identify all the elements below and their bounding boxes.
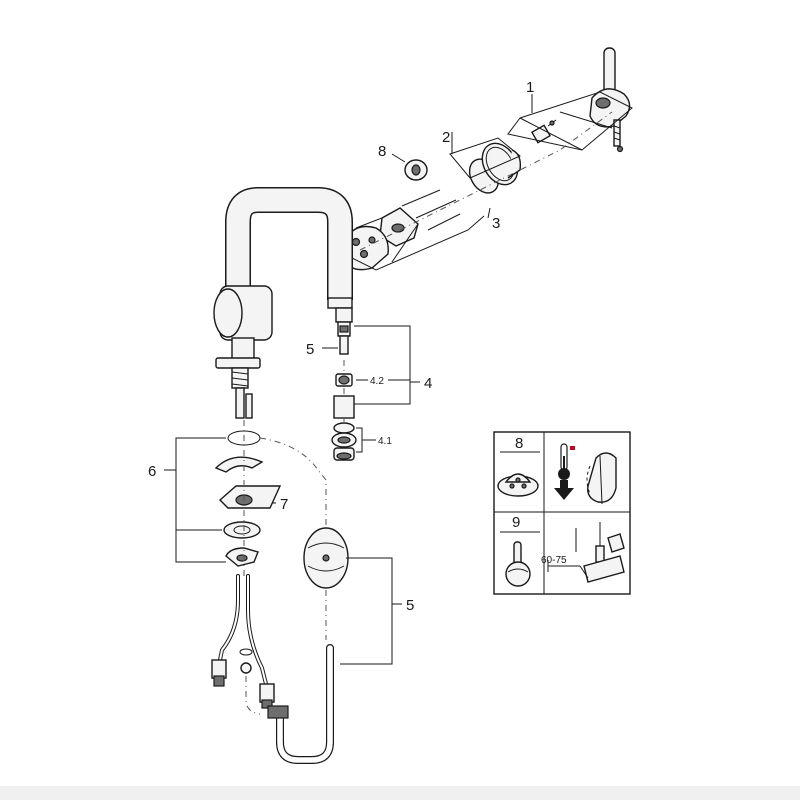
callout-7: 7: [280, 496, 288, 513]
supply-hoses: [211, 574, 275, 709]
handle-knob-icon: [505, 541, 531, 587]
pullout-hose: [267, 644, 334, 764]
callout-4: 4: [424, 375, 432, 392]
bottom-strip: [0, 786, 800, 800]
part-8-gland-nut: 8: [378, 143, 428, 181]
callout-6: 6: [148, 463, 156, 480]
cartridge-icon: [497, 473, 539, 497]
part-7-fixing-plate: 7: [218, 485, 288, 513]
faucet-spout: [225, 187, 353, 309]
part-4-sleeve: [333, 395, 355, 419]
part-6-nut: [225, 547, 259, 567]
part-3-bracket: 3: [339, 207, 500, 271]
part-5-weight-bracket: 5: [340, 557, 414, 665]
part-5-hose-weight: [303, 527, 349, 589]
assembly-axis-hose: [259, 437, 327, 640]
part-2-rings: 2: [442, 129, 522, 194]
callout-8: 8: [378, 143, 386, 160]
part-6-bracket: 6: [148, 437, 226, 563]
inset-label-8: 8: [515, 435, 523, 452]
thermometer-icon: [558, 443, 575, 480]
part-6-washer: [223, 521, 261, 539]
pullout-connector: [335, 307, 353, 355]
callout-2: 2: [442, 129, 450, 146]
inset-cell-8: 8: [497, 435, 617, 505]
assembly-axis-supply: [245, 676, 261, 715]
part-1-grub-screw: [530, 119, 557, 144]
part-5-aerator-callout: 5: [306, 341, 338, 358]
inset-cell-9: 9 60-75: [500, 514, 625, 587]
part-4-bracket: 4 4.2 4.1: [354, 325, 432, 453]
arrow-down-icon: [554, 480, 574, 500]
part-1-lever-handle: [589, 47, 631, 153]
part-4-1-aerator: [331, 422, 357, 461]
callout-1: 1: [526, 79, 534, 96]
callout-5-aerator: 5: [306, 341, 314, 358]
lever-handle-icon: [586, 452, 617, 505]
part-3-cartridge-body: [343, 225, 389, 271]
callout-3: 3: [492, 215, 500, 232]
part-1-bracket: 1: [507, 79, 633, 151]
dimension-label: 60-75: [541, 555, 567, 566]
part-4-2-seal: [335, 373, 353, 387]
callout-5-weight: 5: [406, 597, 414, 614]
part-6-horseshoe-washer: [214, 456, 264, 473]
part-3-screws: [401, 189, 461, 231]
installation-dimension-icon: [547, 522, 625, 583]
callout-4-1: 4.1: [378, 436, 392, 447]
faucet-body: [213, 285, 273, 419]
inset-label-9: 9: [512, 514, 520, 531]
callout-4-2: 4.2: [370, 376, 384, 387]
